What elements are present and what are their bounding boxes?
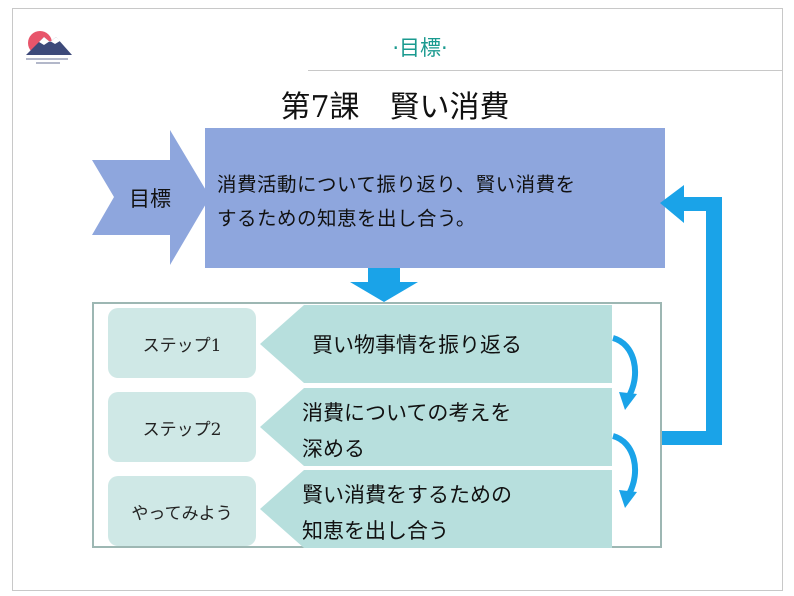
section-title: ·目標·	[392, 36, 448, 60]
step-text-3: 賢い消費をするための 知恵を出し合う	[302, 477, 512, 549]
step-text-line: 買い物事情を振り返る	[312, 333, 522, 357]
goal-text-line: 消費活動について振り返り、賢い消費を	[217, 173, 576, 196]
step-text-line: 賢い消費をするための	[302, 483, 512, 507]
step-bar-2	[260, 388, 612, 466]
step-bar-3	[260, 470, 612, 548]
mount-fuji-icon	[26, 31, 72, 64]
chevron-arrow-icon	[92, 130, 210, 265]
down-arrow-icon	[350, 268, 418, 302]
step-text-line: 消費についての考えを	[302, 401, 512, 425]
step-text-line: 深める	[302, 437, 365, 461]
curved-down-arrow-icon	[611, 433, 639, 508]
step-text-line: 知恵を出し合う	[302, 519, 449, 543]
loop-back-arrow-icon	[660, 185, 722, 445]
slide-frame	[12, 8, 783, 591]
step-label-2: ステップ2	[108, 392, 256, 462]
step-text-2: 消費についての考えを 深める	[302, 395, 511, 467]
step-bar-1	[260, 305, 612, 383]
header-divider	[308, 70, 782, 71]
curved-down-arrow-icon	[611, 335, 639, 410]
goal-label: 目標	[129, 187, 171, 211]
step-text-1: 買い物事情を振り返る	[312, 327, 522, 363]
goal-box: 消費活動について振り返り、賢い消費を するための知恵を出し合う。	[205, 128, 665, 268]
step-label-1: ステップ1	[108, 308, 256, 378]
goal-text-line: するための知恵を出し合う。	[217, 207, 476, 230]
lesson-title: 第7課 賢い消費	[280, 90, 510, 125]
step-label-3: やってみよう	[108, 476, 256, 546]
